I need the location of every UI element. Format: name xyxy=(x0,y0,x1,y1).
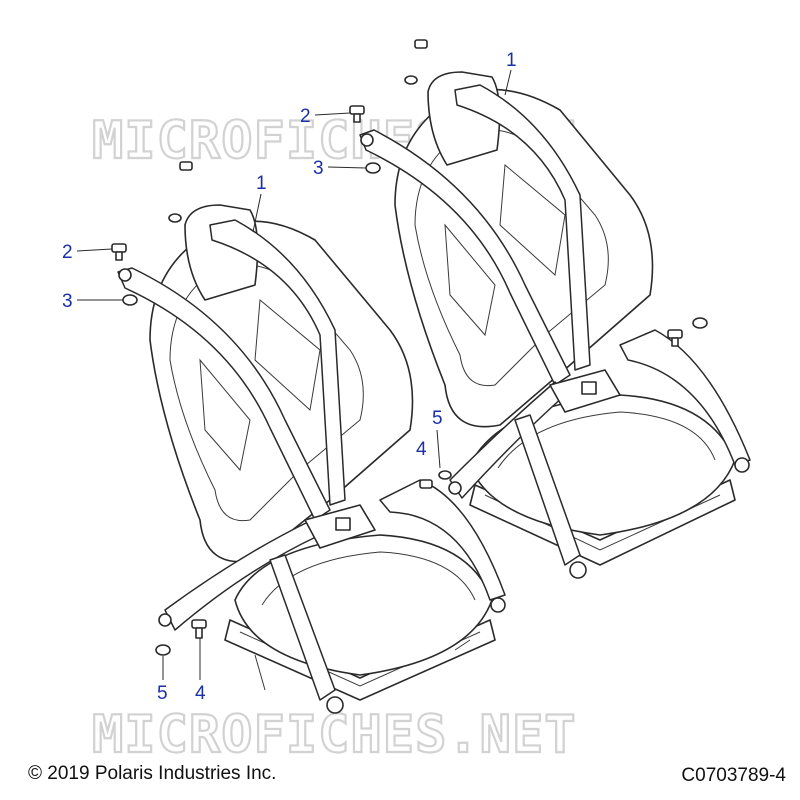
callout-left-belt: 1 xyxy=(256,173,267,194)
callout-left-lower-bolt: 4 xyxy=(195,683,206,704)
callout-left-nut: 3 xyxy=(62,291,73,312)
callout-left-lower-nut: 5 xyxy=(157,683,168,704)
callout-right-bolt: 2 xyxy=(300,106,311,127)
left-nut-icon xyxy=(122,294,138,306)
callout-left-bolt: 2 xyxy=(62,242,73,263)
copyright-notice: © 2019 Polaris Industries Inc. xyxy=(28,763,277,784)
callout-right-nut: 3 xyxy=(313,158,324,179)
right-lower-nut-icon xyxy=(692,317,708,329)
callout-right-belt: 1 xyxy=(506,50,517,71)
left-seat-assembly xyxy=(111,161,506,714)
callout-right-lower-bolt: 4 xyxy=(416,439,427,460)
left-lower-nut-icon xyxy=(155,644,171,656)
callout-right-lower-nut: 5 xyxy=(432,408,443,429)
watermark-bottom: MICROFICHES.NET xyxy=(92,705,577,765)
left-lower-bolt-icon xyxy=(191,619,207,639)
right-seat-assembly xyxy=(349,39,751,579)
figure-code: C0703789-4 xyxy=(681,765,786,786)
right-nut-icon xyxy=(365,162,381,174)
callouts: 1 2 3 1 2 3 4 5 5 4 xyxy=(62,50,517,704)
left-bolt-icon xyxy=(111,243,127,261)
right-lower-bolt-icon xyxy=(667,329,683,347)
right-bolt-icon xyxy=(349,105,365,123)
